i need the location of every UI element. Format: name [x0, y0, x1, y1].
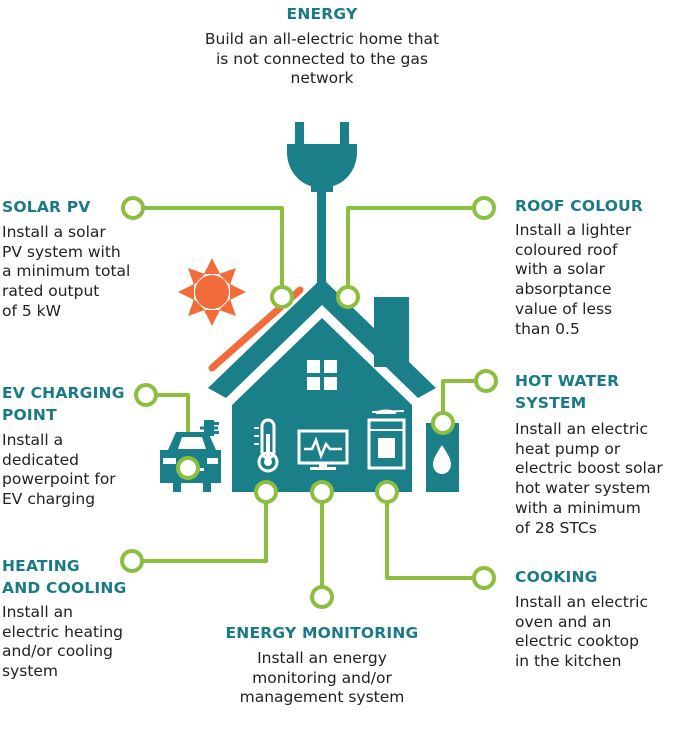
- window-icon: [307, 360, 337, 390]
- connector-lines: [142, 206, 474, 592]
- connector-solar-pv: [143, 206, 284, 297]
- solar-pv-title: SOLAR PV: [2, 198, 91, 216]
- ev-charging-description: Install a dedicated powerpoint for EV ch…: [2, 431, 116, 509]
- hot-water-title: HOT WATER SYSTEM: [515, 372, 620, 412]
- oven-icon: [367, 409, 406, 470]
- plug-icon: [287, 122, 357, 292]
- heating-cooling-title: HEATING AND COOLING: [2, 557, 127, 597]
- connector-hot-water: [441, 379, 474, 423]
- monitor-icon: [297, 429, 349, 470]
- ev-charging-title: EV CHARGING POINT: [2, 384, 125, 424]
- hot-water-description: Install an electric heat pump or electri…: [515, 420, 663, 537]
- cooking-description: Install an electric oven and an electric…: [515, 593, 649, 671]
- roof-colour-description: Install a lighter coloured roof with a s…: [515, 221, 632, 338]
- heating-cooling-description: Install an electric heating and/or cooli…: [2, 603, 124, 681]
- connector-heating-cooling: [142, 492, 268, 563]
- energy-description: Build an all-electric home that is not c…: [204, 30, 440, 88]
- charger-plug-icon: [200, 420, 219, 436]
- energy-title: ENERGY: [286, 5, 358, 23]
- connector-nodes: [120, 196, 498, 609]
- energy-monitoring-title: ENERGY MONITORING: [225, 624, 419, 642]
- thermometer-icon: [254, 418, 279, 473]
- cooking-title: COOKING: [515, 568, 598, 586]
- house-icon: [208, 278, 459, 492]
- connector-roof-colour: [346, 206, 472, 297]
- solar-pv-description: Install a solar PV system with a minimum…: [2, 223, 131, 320]
- roof-colour-title: ROOF COLOUR: [515, 197, 644, 215]
- chimney-icon: [374, 297, 409, 367]
- connector-cooking: [385, 492, 472, 580]
- sun-icon: [178, 258, 246, 326]
- energy-monitoring-description: Install an energy monitoring and/or mana…: [239, 649, 405, 707]
